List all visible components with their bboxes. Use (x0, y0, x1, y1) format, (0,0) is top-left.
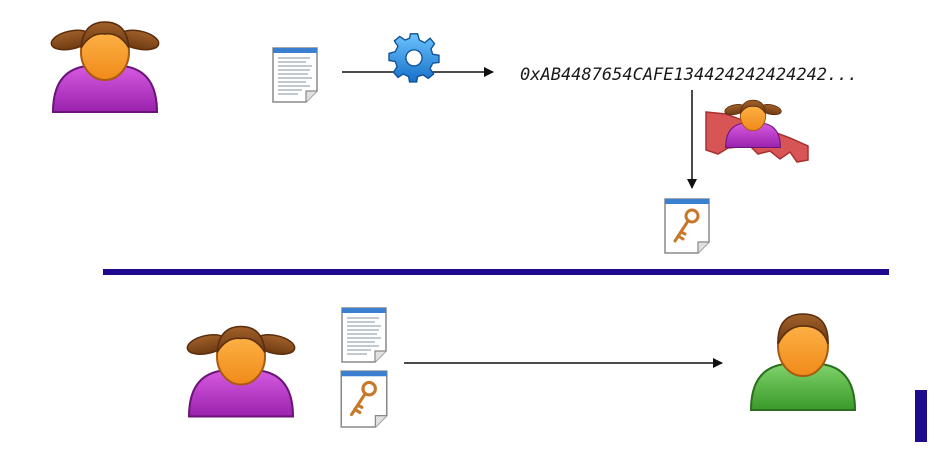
document-icon (272, 47, 318, 103)
male-person-icon (750, 313, 856, 411)
key-document-icon (339, 369, 389, 429)
key-document-icon (663, 197, 711, 255)
document-icon (341, 307, 387, 363)
hash-value: 0xAB4487654CAFE134424242424242... (520, 65, 858, 85)
gear-icon (388, 33, 440, 83)
section-divider (103, 269, 889, 275)
female-person-icon (48, 21, 162, 113)
edge-bar (915, 390, 927, 442)
female-person-icon (184, 325, 298, 418)
private-key-icon (705, 99, 809, 163)
